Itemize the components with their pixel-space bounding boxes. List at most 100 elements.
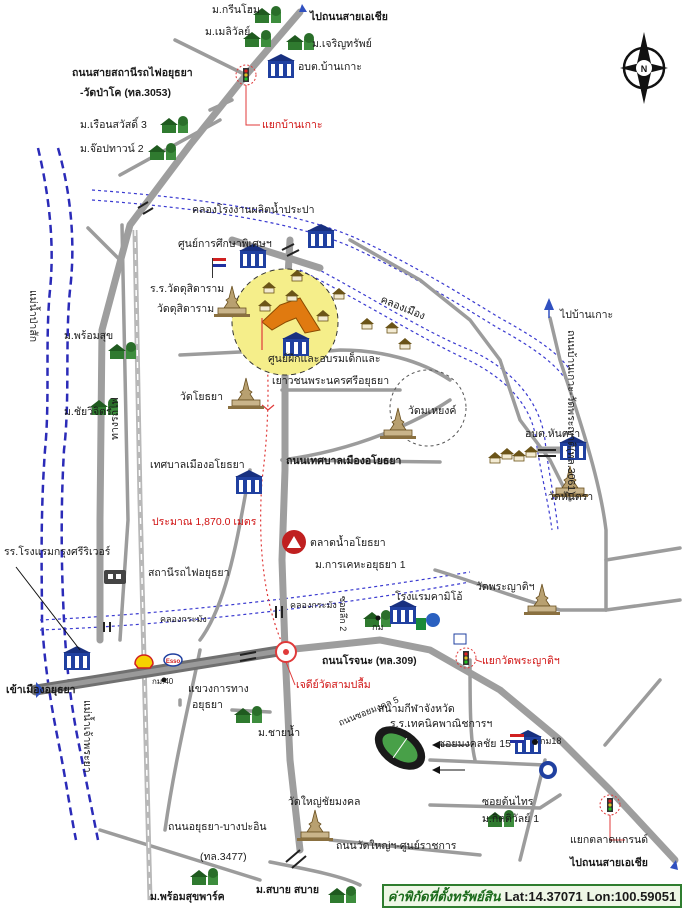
label-prachum: ม.พร้อมสุข — [64, 330, 113, 342]
label-school-wat: ร.ร.วัดดุสิดาราม — [150, 283, 224, 295]
label-jofttown: ม.จ๊อปทาวน์ 2 — [80, 142, 144, 155]
temple-icon — [227, 377, 265, 410]
label-melivale: ม.เมลิวัลย์ — [205, 25, 250, 38]
label-obt-bankao: อบต.บ้านเกาะ — [298, 61, 362, 73]
label-hotel-hi: โรงแรมคามิโอ้ — [395, 590, 463, 603]
label-railway: ทางรถไฟ — [108, 397, 121, 440]
village-icon — [148, 143, 176, 160]
pasak-river — [36, 147, 100, 841]
callout-line — [285, 661, 296, 686]
label-stadium: สนามกีฬาจังหวัด — [378, 702, 455, 715]
label-soi15: ซอยมงคลชัย 15 — [438, 738, 511, 750]
flag-icon — [212, 258, 524, 743]
label-road-station-2: -วัดป่าโค (ทล.3053) — [80, 86, 171, 99]
label-canal-plant: คลองโรงงานผลิตน้ำประปา — [192, 202, 314, 216]
label-road-station: ถนนสายสถานีรถไฟอยุธยา — [72, 66, 193, 80]
svg-text:Esso: Esso — [166, 659, 181, 665]
label-yaek-phrayat: แยกวัดพระญาติฯ — [482, 655, 560, 667]
callout-line — [609, 815, 625, 841]
village-icon — [190, 868, 218, 885]
route-arrow-icon — [261, 404, 275, 411]
label-station: สถานีรถไฟอยุธยา — [148, 566, 229, 579]
village-icon — [108, 342, 136, 359]
village-icon — [234, 706, 262, 723]
ptt-logo-icon — [426, 613, 440, 627]
coordinates-lat: Lat:14.37071 — [504, 888, 583, 904]
property-parcel — [261, 297, 321, 334]
label-chedi: เจดีย์วัดสามปลื้ม — [296, 677, 371, 691]
canals — [39, 189, 571, 631]
label-north: N — [641, 64, 648, 74]
school-icon — [267, 54, 295, 78]
label-soi2: ซอยลึก 2 — [338, 596, 348, 631]
label-wat-yaichai: วัดใหญ่ชัยมงคล — [288, 795, 361, 808]
label-into-city: เข้าเมืองอยุธยา — [6, 683, 76, 697]
label-kankheha: ม.การเคหะอยุธยา 1 — [315, 559, 406, 571]
school-icon — [235, 470, 263, 494]
label-canal-khaomao: คลองกระมัง — [160, 614, 207, 624]
label-road-bangpain-2: (ทล.3477) — [200, 851, 247, 863]
callout-line — [15, 566, 81, 651]
label-training-center-1: ศูนย์ฝึกและอบรมเด็กและ — [268, 351, 381, 365]
label-yaek-bankao: แยกบ้านเกาะ — [262, 119, 323, 131]
sign-icon — [453, 633, 467, 645]
label-road-watyai: ถนนวัดใหญ่ฯ-ศูนย์ราชการ — [336, 839, 457, 852]
label-to-asia-top: ไปถนนสายเอเชีย — [309, 10, 388, 23]
temple-icon — [296, 809, 334, 842]
km-marker-icon — [375, 615, 381, 621]
label-yaek-grandmart: แยกตลาดแกรนด์ — [570, 833, 648, 846]
label-wat-maheyong: วัดมเหยงค์ — [408, 404, 456, 417]
label-kittiwan: ม.กิตติวัลย์ 1 — [482, 812, 539, 825]
label-road-bankao-wat: ถนนบ้านเกาะ-วัดพระญาติ(ทล.3061) — [565, 330, 577, 495]
label-chaophraya: แม่น้ำเจ้าพระยา — [81, 700, 95, 773]
label-special-edu: ศูนย์การศึกษาพิเศษฯ — [178, 237, 272, 250]
label-obt-hantra: อบต.หันตรา — [525, 428, 580, 440]
label-wat-hantra: วัดหันตรา — [548, 491, 593, 503]
label-kom: กม — [372, 622, 383, 632]
label-km40: กม.40 — [152, 677, 174, 686]
esso-logo-icon: Esso — [163, 653, 183, 667]
label-charoensap: ม.เจริญทรัพย์ — [312, 37, 372, 50]
village-icon — [286, 33, 314, 50]
callout-line — [475, 659, 483, 663]
km-marker-icon — [532, 739, 538, 745]
hotel-icon — [389, 600, 417, 624]
label-chainam: ม.ชายน้ำ — [258, 725, 300, 739]
label-to-bankao: ไปบ้านเกาะ — [559, 308, 613, 321]
label-sabai: ม.สบาย สบาย — [256, 884, 319, 896]
label-to-asia-bottom: ไปถนนสายเอเชีย — [569, 856, 648, 869]
label-distance: ประมาณ 1,870.0 เมตร — [152, 516, 257, 528]
label-training-center-2: เยาวชนพระนครศรีอยุธยา — [272, 374, 389, 387]
label-wat-yoya: วัดโยธยา — [180, 390, 223, 403]
label-technic: ร.ร.เทคนิคพาณิชการฯ — [390, 718, 492, 730]
bridges — [103, 201, 556, 869]
arrow-icon — [432, 741, 440, 749]
roundabout — [275, 641, 297, 663]
railway — [132, 229, 153, 901]
label-promsook-park: ม.พร้อมสุขพาร์ค — [150, 890, 225, 904]
label-market: ตลาดน้ำอโยธยา — [310, 535, 386, 549]
school-icon — [307, 224, 335, 248]
train-station-icon — [104, 570, 126, 584]
arrow-icon — [544, 298, 554, 310]
arrow-icon — [670, 860, 678, 870]
label-wat-phrayat: วัดพระญาติฯ — [476, 581, 535, 593]
stadium-icon — [374, 726, 426, 770]
label-chaiwichit: ม.ชัยวิจิตร — [64, 406, 112, 418]
label-krinhome: ม.กรีนโฮม — [212, 3, 260, 16]
label-road-dept-2: อยุธยา — [192, 699, 223, 711]
arrow-icon — [432, 766, 440, 774]
label-pasak-river: แม่น้ำป่าสัก — [27, 290, 41, 342]
label-road-muni: ถนนเทศบาลเมืองอโยธยา — [286, 454, 401, 467]
label-canal-khaomao-2: คลองกระมัง — [290, 600, 337, 610]
label-ruensawat: ม.เรือนสวัสดิ์ 3 — [80, 116, 147, 131]
coordinates-lon: Lon:100.59051 — [586, 888, 677, 904]
north-arrow-icon — [620, 32, 668, 104]
label-road-dept: แขวงการทาง — [188, 683, 249, 695]
market-icon — [282, 530, 306, 554]
label-road-bangpain: ถนนอยุธยา-บางปะอิน — [168, 821, 267, 833]
label-km18: กม18 — [540, 736, 561, 746]
label-muni-yoya: เทศบาลเมืองอโยธยา — [150, 458, 245, 471]
callout-line — [245, 85, 260, 126]
